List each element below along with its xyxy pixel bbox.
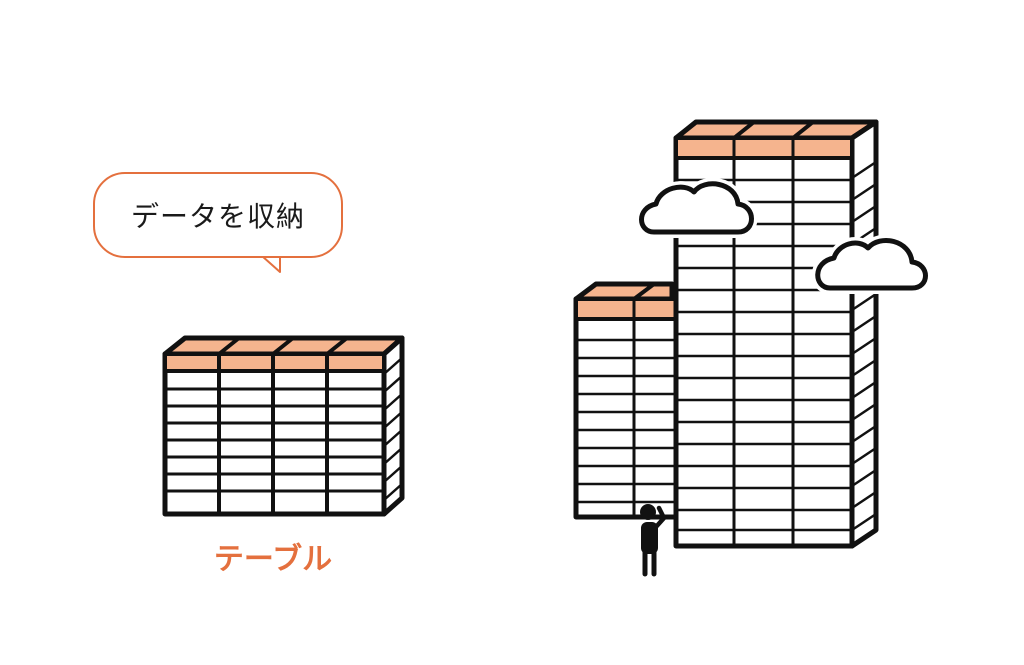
cloud-icon bbox=[635, 178, 758, 238]
speech-bubble-text: データを収納 bbox=[130, 200, 305, 233]
table-caption: テーブル bbox=[213, 542, 333, 577]
speech-bubble: データを収納 bbox=[93, 172, 343, 258]
building-table-icon bbox=[573, 281, 679, 520]
table-icon bbox=[162, 335, 405, 517]
cloud-icon bbox=[811, 234, 932, 294]
person-icon bbox=[640, 504, 667, 577]
